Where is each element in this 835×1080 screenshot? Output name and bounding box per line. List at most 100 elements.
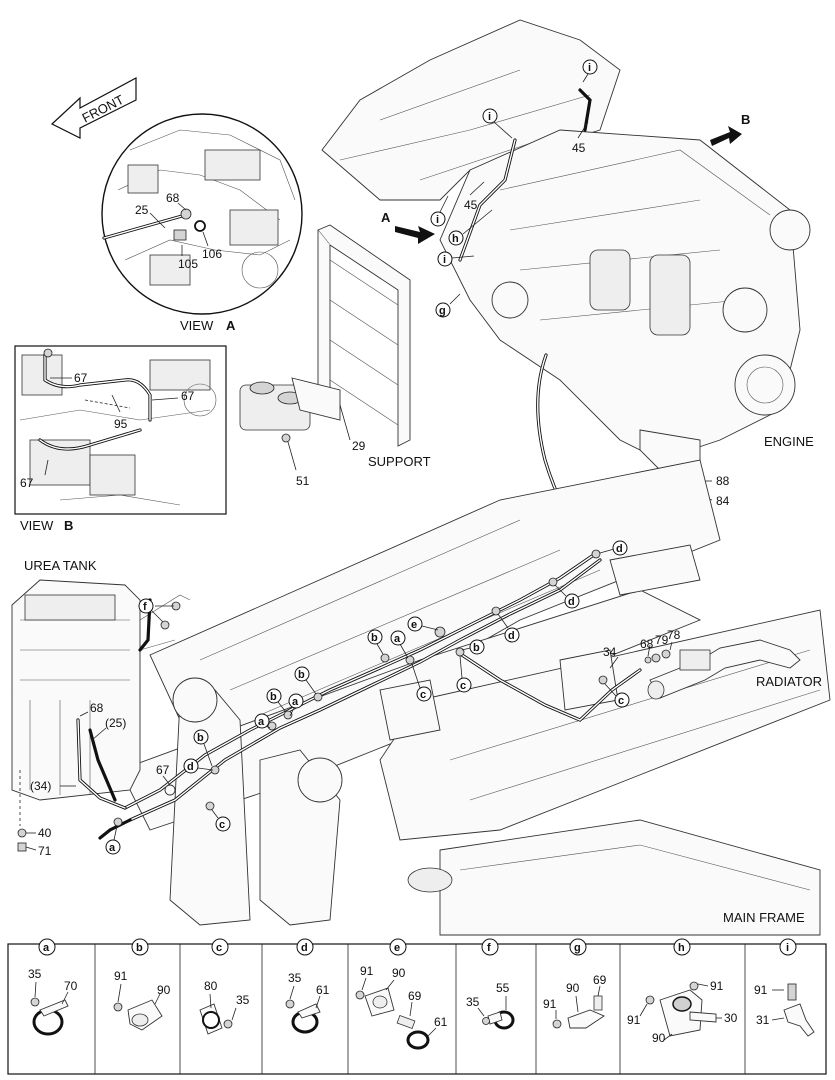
view-a-callout-68: 68	[166, 191, 180, 205]
svg-text:i: i	[443, 254, 446, 266]
svg-text:i: i	[588, 62, 591, 74]
urea-tank: UREA TANK 40 71	[11, 558, 191, 858]
svg-text:d: d	[187, 761, 194, 773]
detail-panel-e: e 91 90 69 61	[355, 938, 448, 1050]
engine-callout-84: 84	[716, 494, 730, 508]
svg-text:b: b	[473, 642, 480, 654]
svg-text:d: d	[568, 596, 575, 608]
callout-circle-b: b	[266, 688, 287, 713]
callout-circle-d: d	[599, 540, 628, 556]
clamp-detail-panels: a 35 70 b 91 90 c 80	[7, 938, 827, 1075]
line-callout-34-ref: (34)	[30, 779, 51, 793]
detail-i-part-31: 31	[756, 1013, 770, 1027]
callout-circle-b: b	[193, 729, 213, 767]
detail-panel-b-letter: b	[136, 942, 143, 954]
main-frame-label: MAIN FRAME	[723, 910, 805, 925]
svg-text:a: a	[394, 633, 401, 645]
callout-circle-c: c	[456, 655, 472, 693]
callout-circle-a: a	[105, 825, 121, 855]
detail-panel-d: d 35 61	[285, 938, 330, 1034]
svg-text:c: c	[460, 680, 466, 692]
callout-circle-d: d	[497, 613, 520, 643]
view-a-callout-25: 25	[135, 203, 149, 217]
view-b-callout-67-right: 67	[181, 389, 195, 403]
view-b-letter: B	[64, 518, 73, 533]
callout-circle-d: d	[183, 758, 214, 774]
urea-tank-label: UREA TANK	[24, 558, 97, 573]
detail-h-part-91-left: 91	[627, 1013, 641, 1027]
detail-h-part-91-right: 91	[710, 979, 724, 993]
svg-text:b: b	[371, 632, 378, 644]
callout-circle-a: a	[390, 630, 409, 659]
detail-panel-i: i 91 31	[754, 938, 815, 1037]
view-b-callout-67-bottom: 67	[20, 476, 34, 490]
detail-b-part-91: 91	[114, 969, 128, 983]
detail-e-part-90: 90	[392, 966, 406, 980]
svg-text:c: c	[219, 819, 225, 831]
detail-panel-c-letter: c	[216, 942, 222, 954]
engine-assembly: 88 84 ENGINE 45 45 A B	[321, 19, 814, 554]
detail-panel-e-letter: e	[394, 942, 400, 954]
detail-g-part-91: 91	[543, 997, 557, 1011]
view-a-title: VIEW	[180, 318, 214, 333]
callout-circle-b: b	[367, 629, 384, 655]
detail-d-part-35: 35	[288, 971, 302, 985]
svg-text:c: c	[420, 689, 426, 701]
svg-text:a: a	[109, 842, 116, 854]
callout-circle-a: a	[288, 693, 304, 717]
urea-callout-40: 40	[38, 826, 52, 840]
detail-e-part-69: 69	[408, 989, 422, 1003]
callout-circle-b: b	[461, 639, 485, 655]
view-a-letter: A	[226, 318, 236, 333]
support-callout-29: 29	[352, 439, 366, 453]
detail-e-part-91: 91	[360, 964, 374, 978]
detail-i-part-91: 91	[754, 983, 768, 997]
detail-c-part-80: 80	[204, 979, 218, 993]
line-callout-78: 78	[667, 628, 681, 642]
detail-panel-c: c 80 35	[199, 938, 250, 1035]
callout-circle-e: e	[407, 616, 439, 632]
engine-label: ENGINE	[764, 434, 814, 449]
callout-circle-f: f	[138, 598, 174, 623]
view-b-callout-67-top: 67	[74, 371, 88, 385]
detail-d-part-61: 61	[316, 983, 330, 997]
line-callout-68-right: 68	[640, 637, 654, 651]
support-bracket: 29 51 SUPPORT	[239, 224, 431, 488]
svg-text:d: d	[508, 630, 515, 642]
support-callout-51: 51	[296, 474, 310, 488]
detail-a-part-35: 35	[28, 967, 42, 981]
detail-panel-g-letter: g	[574, 942, 581, 954]
main-frame: MAIN FRAME	[119, 459, 831, 936]
svg-text:c: c	[618, 695, 624, 707]
detail-f-part-55: 55	[496, 981, 510, 995]
engine-callout-88: 88	[716, 474, 730, 488]
detail-panel-f: f 35 55	[466, 938, 515, 1030]
detail-panel-g: g 91 90 69	[543, 938, 607, 1029]
svg-text:g: g	[439, 305, 446, 317]
callout-circle-c: c	[411, 663, 432, 702]
line-callout-68-left: 68	[90, 701, 104, 715]
view-b-title: VIEW	[20, 518, 54, 533]
callout-circle-c: c	[211, 809, 231, 832]
detail-e-part-61: 61	[434, 1015, 448, 1029]
svg-text:f: f	[143, 601, 147, 613]
front-arrow: FRONT	[50, 76, 137, 139]
view-a-arrow-label: A	[381, 210, 391, 225]
view-a-callout-105: 105	[178, 257, 198, 271]
engine-callout-45-top: 45	[572, 141, 586, 155]
svg-text:i: i	[488, 111, 491, 123]
detail-h-part-30: 30	[724, 1011, 738, 1025]
svg-text:b: b	[270, 691, 277, 703]
svg-text:b: b	[298, 669, 305, 681]
detail-panel-h-letter: h	[678, 942, 685, 954]
callout-circle-g: g	[435, 293, 461, 318]
support-label: SUPPORT	[368, 454, 431, 469]
detail-h-part-90: 90	[652, 1031, 666, 1045]
view-b-detail: 67 95 67 67 VIEW B	[14, 345, 227, 533]
urea-callout-71: 71	[38, 844, 52, 858]
detail-panel-f-letter: f	[487, 942, 491, 954]
svg-text:h: h	[452, 233, 459, 245]
callout-circle-c: c	[604, 683, 630, 708]
svg-text:d: d	[616, 543, 623, 555]
